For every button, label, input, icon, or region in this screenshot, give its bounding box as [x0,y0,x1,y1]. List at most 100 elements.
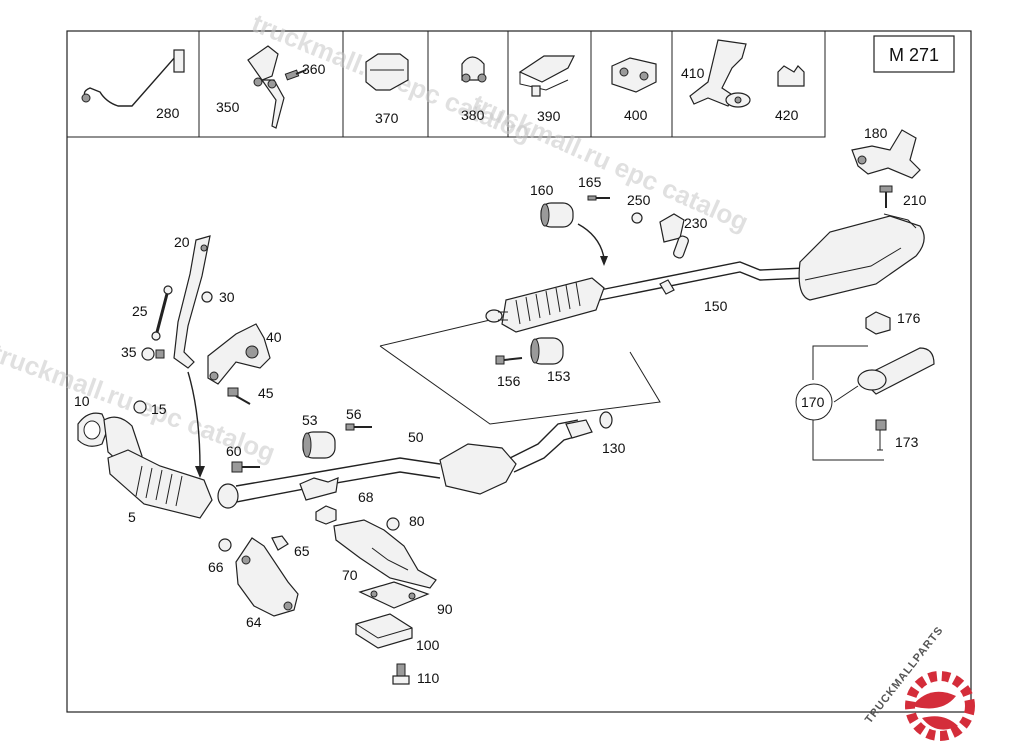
label-60: 60 [226,443,242,459]
label-250: 250 [627,192,651,208]
label-56: 56 [346,406,362,422]
label-40: 40 [266,329,282,345]
hanger-400-icon [611,57,657,93]
label-176: 176 [897,310,921,326]
label-20: 20 [174,234,190,250]
label-380: 380 [461,107,485,123]
heat-shield-bracket-70-icon [333,519,437,589]
label-370: 370 [375,110,399,126]
clip-176-icon [865,311,891,335]
label-390: 390 [537,108,561,124]
front-catalytic-converter-5-icon [103,416,213,519]
catalytic-converter-middle-icon [485,277,605,333]
label-35: 35 [121,344,137,360]
label-156: 156 [497,373,521,389]
label-160: 160 [530,182,554,198]
label-100: 100 [416,637,440,653]
rubber-mount-153-icon [530,337,564,365]
bolt-210-icon [879,185,893,208]
label-170-circle [795,383,833,421]
label-180: 180 [864,125,888,141]
gasket-10-icon [77,412,109,447]
nut-66-icon [218,538,232,552]
bolt-60-icon [231,461,260,473]
label-53: 53 [302,412,318,428]
oxygen-sensor-cable-icon [81,49,185,107]
mounting-plate-90-icon [358,581,430,609]
label-410: 410 [681,65,705,81]
label-130: 130 [602,440,626,456]
label-90: 90 [437,601,453,617]
leader-170 [812,345,884,461]
label-170: 170 [801,394,825,410]
bolt-35-icon [141,347,165,361]
arrow-160-icon [577,223,605,259]
label-350: 350 [216,99,240,115]
pipe-flange-icon [217,483,239,509]
rod-25-icon [151,285,173,341]
label-360: 360 [302,61,326,77]
bolt-360-icon [284,69,307,81]
bolt-45-icon [227,387,251,405]
clip-65-icon [271,535,289,551]
bolt-56-icon [345,423,372,431]
label-70: 70 [342,567,358,583]
diagram-code: M 271 [889,45,939,65]
bracket-410-icon [689,39,751,108]
bolt-156-icon [495,355,523,365]
label-50: 50 [408,429,424,445]
catalytic-converter-50-icon [439,419,593,495]
tailpipe-170-icon [857,347,935,395]
label-5: 5 [128,509,136,525]
clip-380-icon [461,56,487,83]
label-420: 420 [775,107,799,123]
label-230: 230 [684,215,708,231]
rubber-mount-53-icon [302,431,336,459]
label-210: 210 [903,192,927,208]
nut-80-icon [386,517,400,531]
label-165: 165 [578,174,602,190]
label-15: 15 [151,401,167,417]
pipe-hanger-icon [299,477,339,501]
nut-250-icon [631,212,643,224]
rear-muffler-icon [798,213,925,301]
label-280: 280 [156,105,180,121]
nut-30-icon [201,291,213,303]
leader-box-upper [379,319,661,425]
hanger-bracket-icon [659,279,675,295]
nut-15-icon [133,400,147,414]
hanger-230-icon [659,213,689,259]
label-68: 68 [358,489,374,505]
label-30: 30 [219,289,235,305]
engine-mount-40-icon [207,323,271,385]
label-153: 153 [547,368,571,384]
bracket-20-icon [173,235,211,369]
top-strip-border [67,31,826,138]
label-110: 110 [417,670,440,686]
clip-420-icon [777,65,805,87]
rubber-block-100-icon [355,613,413,649]
mount-390-icon [518,55,575,97]
clamp-370-icon [365,53,409,91]
bolt-165-icon [587,195,610,201]
rubber-mount-160-icon [540,202,574,228]
clip-68-icon [315,505,337,525]
label-45: 45 [258,385,274,401]
label-173: 173 [895,434,919,450]
label-25: 25 [132,303,148,319]
label-10: 10 [74,393,90,409]
bracket-180-icon [851,129,921,179]
arrow-down-icon [187,371,201,469]
screw-173-icon [875,419,887,451]
clamp-130-icon [599,411,613,429]
label-66: 66 [208,559,224,575]
label-400: 400 [624,107,648,123]
bolt-110-icon [392,663,410,685]
label-80: 80 [409,513,425,529]
diagram-code-box [873,35,955,73]
bracket-350-icon [247,45,285,129]
label-64: 64 [246,614,262,630]
pipe-50-icon [235,457,441,503]
label-150: 150 [704,298,728,314]
